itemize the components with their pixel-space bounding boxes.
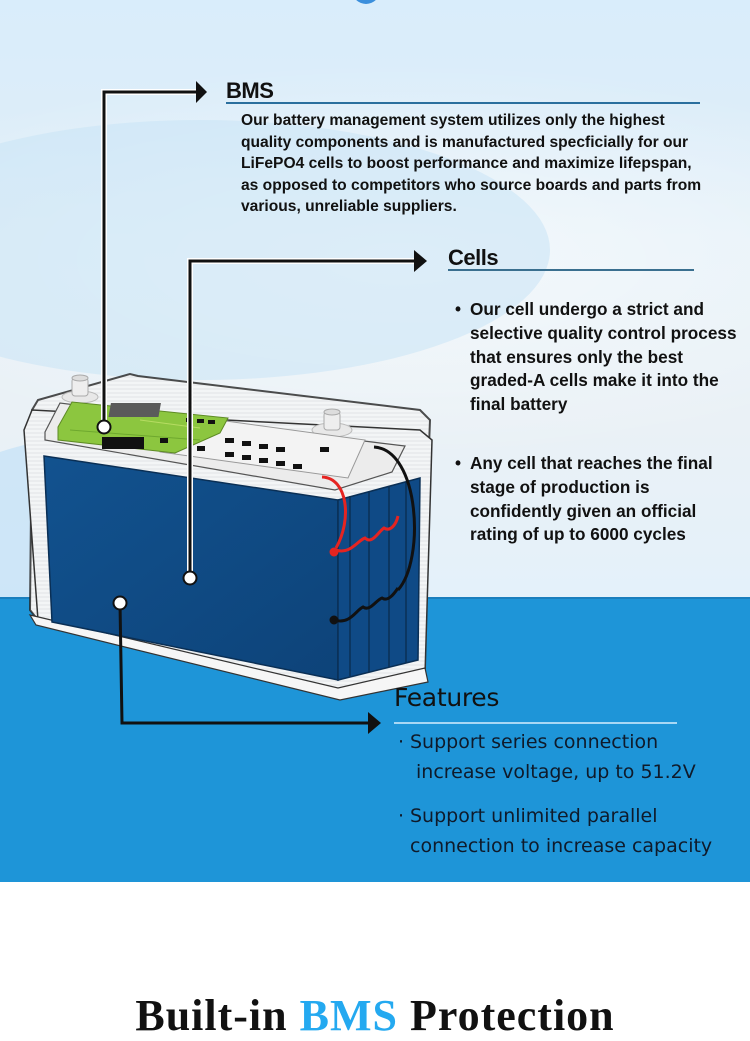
feature-line: Support series connection [410,731,659,753]
list-item: · Support series connection increase vol… [398,727,748,787]
feature-line: connection to increase capacity [410,835,713,857]
cells-callout-connector [182,250,427,586]
bullet-icon: • [455,452,462,473]
negative-cable [329,445,416,625]
positive-cable [321,475,400,557]
cells-item-text: Our cell undergo a strict and selective … [470,299,737,415]
battery-illustration [23,81,433,734]
bms-heading-underline [226,102,700,104]
negative-terminal-icon [61,374,99,404]
list-item: · Support unlimited parallel connection … [398,801,748,861]
feature-line: Support unlimited parallel [410,805,658,827]
section-heading-bms-protection: Built-in BMS Protection [0,990,750,1041]
positive-terminal-icon [311,408,353,438]
cells-heading: Cells [448,245,499,270]
heading-part: Built-in [135,991,300,1040]
heading-accent: BMS [299,991,398,1040]
heading-part: Protection [397,991,615,1040]
features-heading: Features [394,683,500,712]
bms-description: Our battery management system utilizes o… [241,112,702,216]
features-callout-connector [112,595,381,734]
bullet-icon: • [455,299,462,319]
features-heading-underline [394,722,677,724]
busbar-marks [197,438,329,469]
section-marker-dot [352,0,380,4]
list-item: • Any cell that reaches the final stage … [455,452,745,547]
bms-callout-connector [96,81,207,435]
features-bullet-list: · Support series connection increase vol… [398,727,748,875]
bms-heading: BMS [226,78,274,103]
cells-bullet-list: • Our cell undergo a strict and selectiv… [455,298,745,582]
white-section-background [0,882,750,1020]
cells-heading-underline [448,269,694,271]
list-item: • Our cell undergo a strict and selectiv… [455,298,745,417]
bullet-icon: · [398,805,405,827]
feature-line: increase voltage, up to 51.2V [416,761,696,783]
bullet-icon: · [398,731,405,753]
cells-item-text: Any cell that reaches the final stage of… [470,452,713,545]
